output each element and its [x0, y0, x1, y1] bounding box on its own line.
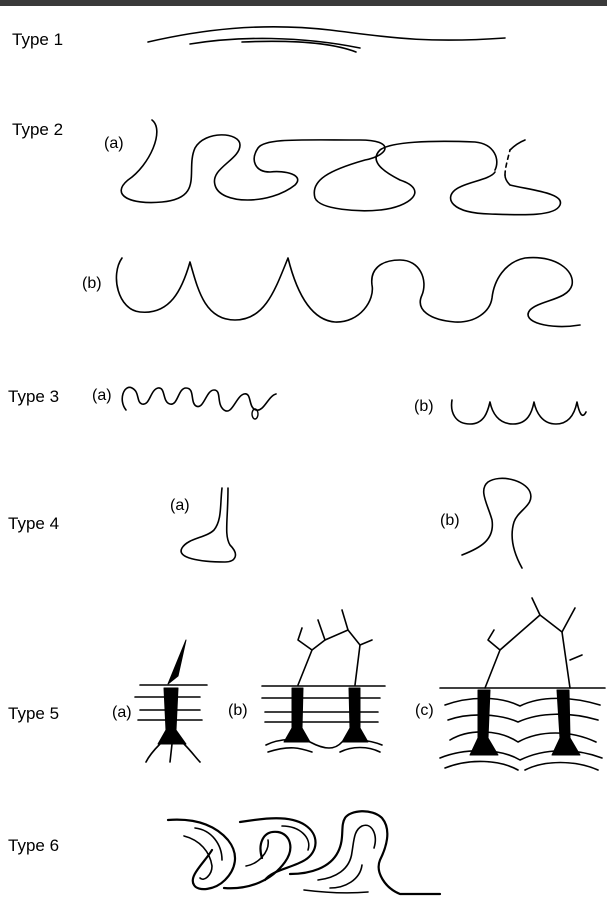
type-4b-drawing [462, 478, 531, 568]
type-3a-drawing [122, 387, 276, 419]
type-2b-drawing [116, 258, 580, 327]
type-6-drawing [168, 811, 440, 894]
type-5a-drawing [135, 640, 207, 762]
type-3b-drawing [452, 400, 586, 424]
type-5b-drawing [262, 610, 385, 752]
type-1-drawing [148, 27, 505, 52]
type-2a-drawing [121, 120, 560, 215]
type-4a-drawing [181, 488, 235, 562]
type-5c-drawing [440, 598, 605, 770]
